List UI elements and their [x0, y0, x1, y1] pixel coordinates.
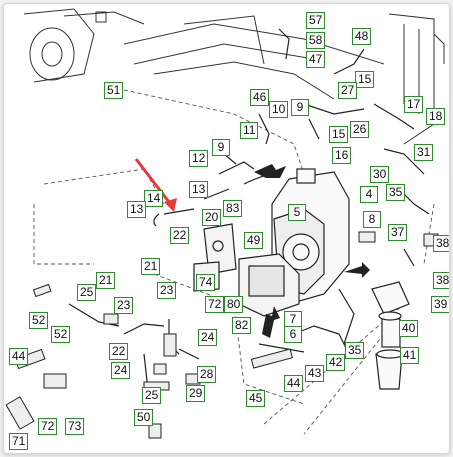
red-pointer-arrow [134, 158, 177, 212]
callout-8[interactable]: 8 [363, 211, 381, 228]
callout-13[interactable]: 13 [189, 181, 209, 198]
callout-21[interactable]: 21 [96, 272, 116, 289]
callout-57[interactable]: 57 [306, 12, 326, 29]
callout-48[interactable]: 48 [352, 28, 372, 45]
callout-28[interactable]: 28 [197, 366, 217, 383]
callout-10[interactable]: 10 [269, 101, 289, 118]
callout-5[interactable]: 5 [288, 204, 306, 221]
callout-40[interactable]: 40 [399, 320, 419, 337]
callout-12[interactable]: 12 [189, 150, 209, 167]
callout-73[interactable]: 73 [65, 418, 85, 435]
callout-23[interactable]: 23 [114, 297, 134, 314]
hoses-and-fittings [68, 28, 430, 405]
callout-80[interactable]: 80 [224, 296, 244, 313]
callout-42[interactable]: 42 [326, 354, 346, 371]
callout-15[interactable]: 15 [355, 71, 375, 88]
callout-35[interactable]: 35 [345, 342, 365, 359]
callout-52[interactable]: 52 [51, 326, 71, 343]
callout-47[interactable]: 47 [306, 51, 326, 68]
callout-37[interactable]: 37 [388, 224, 408, 241]
callout-29[interactable]: 29 [186, 385, 206, 402]
callout-16[interactable]: 16 [332, 147, 352, 164]
callout-72[interactable]: 72 [38, 418, 58, 435]
callout-83[interactable]: 83 [223, 200, 243, 217]
callout-45[interactable]: 45 [246, 390, 266, 407]
callout-13[interactable]: 13 [127, 201, 147, 218]
callout-52[interactable]: 52 [29, 312, 49, 329]
callout-51[interactable]: 51 [104, 82, 124, 99]
callout-44[interactable]: 44 [9, 348, 29, 365]
callout-15[interactable]: 15 [329, 126, 349, 143]
callout-39[interactable]: 39 [431, 296, 449, 313]
callout-26[interactable]: 26 [350, 121, 370, 138]
callout-9[interactable]: 9 [212, 139, 230, 156]
callout-9[interactable]: 9 [291, 99, 309, 116]
background-machine-outline [23, 8, 445, 145]
callout-20[interactable]: 20 [202, 209, 222, 226]
callout-22[interactable]: 22 [170, 227, 190, 244]
callout-21[interactable]: 21 [141, 258, 161, 275]
callout-46[interactable]: 46 [250, 89, 270, 106]
callout-25[interactable]: 25 [77, 284, 97, 301]
callout-38[interactable]: 38 [433, 272, 449, 289]
callout-71[interactable]: 71 [9, 433, 29, 450]
callout-49[interactable]: 49 [244, 232, 264, 249]
callout-24[interactable]: 24 [111, 362, 131, 379]
callout-58[interactable]: 58 [306, 32, 326, 49]
callout-41[interactable]: 41 [400, 347, 420, 364]
pipes-left [5, 231, 439, 439]
callout-35[interactable]: 35 [386, 184, 406, 201]
callout-11[interactable]: 11 [240, 122, 259, 139]
callout-24[interactable]: 24 [198, 329, 218, 346]
callout-74[interactable]: 74 [196, 274, 216, 291]
fuel-filter-assembly [371, 281, 410, 390]
callout-25[interactable]: 25 [142, 387, 162, 404]
callout-23[interactable]: 23 [157, 282, 177, 299]
callout-18[interactable]: 18 [426, 108, 446, 125]
callout-72[interactable]: 72 [205, 296, 225, 313]
direction-arrows [254, 164, 370, 338]
callout-17[interactable]: 17 [404, 96, 424, 113]
callout-30[interactable]: 30 [370, 166, 390, 183]
callout-50[interactable]: 50 [134, 409, 154, 426]
callout-27[interactable]: 27 [338, 82, 358, 99]
callout-38[interactable]: 38 [433, 235, 449, 252]
callout-6[interactable]: 6 [284, 326, 302, 343]
callout-14[interactable]: 14 [144, 190, 164, 207]
callout-44[interactable]: 44 [284, 375, 304, 392]
callout-43[interactable]: 43 [305, 365, 325, 382]
callout-82[interactable]: 82 [232, 317, 252, 334]
callout-31[interactable]: 31 [414, 144, 434, 161]
exploded-parts-drawing [5, 8, 445, 439]
callout-22[interactable]: 22 [109, 343, 129, 360]
callout-4[interactable]: 4 [360, 186, 378, 203]
